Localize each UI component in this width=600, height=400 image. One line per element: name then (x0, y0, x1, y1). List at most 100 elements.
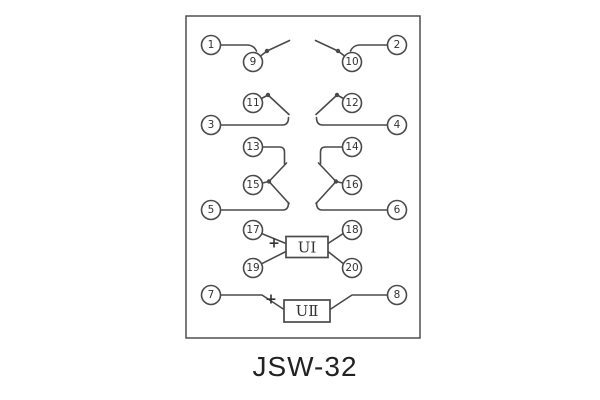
terminal-2-label: 2 (394, 39, 401, 51)
terminal-8-label: 8 (394, 289, 401, 301)
terminal-16-circle (341, 174, 363, 196)
terminal-11-circle (242, 92, 264, 114)
terminal-7: 7 (200, 284, 222, 306)
terminal-19: 19 (242, 257, 264, 279)
terminal-12: 12 (341, 92, 363, 114)
terminal-14: 14 (341, 136, 363, 158)
terminal-13: 13 (242, 136, 264, 158)
diagram-border (185, 15, 421, 339)
wire-terminal-5 (219, 201, 290, 211)
terminal-20-circle (341, 257, 363, 279)
terminal-16-label: 16 (345, 179, 359, 191)
terminal-17-label: 17 (246, 224, 259, 236)
wiring-lines (219, 39, 389, 311)
terminal-18-circle (341, 219, 363, 241)
terminal-4-circle (386, 114, 408, 136)
terminal-3-label: 3 (208, 119, 215, 131)
terminal-20-label: 20 (345, 262, 358, 274)
wire-terminal-4 (315, 116, 389, 126)
terminal-14-label: 14 (345, 141, 359, 153)
terminal-11: 11 (242, 92, 264, 114)
wire-terminal-17 (261, 232, 287, 245)
terminal-2: 2 (386, 34, 408, 56)
terminal-14-circle (341, 136, 363, 158)
contact-pivot-dot-16 (333, 179, 339, 184)
terminal-11-label: 11 (246, 97, 259, 109)
terminal-15-circle (242, 174, 264, 196)
terminal-9-label: 9 (250, 56, 257, 68)
contact-blade-16-14 (317, 162, 337, 183)
terminal-1: 1 (200, 34, 222, 56)
u2-polarity-sign: + (265, 292, 277, 308)
contact-blade-15-13 (268, 162, 288, 183)
wire-terminal-6 (315, 201, 389, 211)
terminal-17-circle (242, 219, 264, 241)
u1-polarity-sign: + (268, 236, 280, 252)
terminal-19-circle (242, 257, 264, 279)
wire-terminal-14 (319, 146, 344, 165)
terminal-5-label: 5 (208, 204, 215, 216)
terminal-5: 5 (200, 199, 222, 221)
terminal-9: 9 (242, 51, 264, 73)
wire-terminal-20 (327, 250, 345, 265)
terminal-7-label: 7 (208, 289, 215, 301)
terminal-15: 15 (242, 174, 264, 196)
terminal-3: 3 (200, 114, 222, 136)
terminal-4: 4 (386, 114, 408, 136)
terminal-2-circle (386, 34, 408, 56)
terminal-9-circle (242, 51, 264, 73)
terminal-16: 16 (341, 174, 363, 196)
terminal-5-circle (200, 199, 222, 221)
contact-blade-1-9 (266, 39, 291, 52)
u2-box (283, 299, 331, 323)
contact-blade-15-5 (268, 180, 290, 205)
contact-pivot-dot-12 (334, 92, 340, 98)
terminal-18-label: 18 (345, 224, 358, 236)
wire-terminal-8 (329, 294, 389, 311)
terminal-18: 18 (341, 219, 363, 241)
wire-terminal-13 (261, 146, 286, 165)
contact-pivot-dot-10 (335, 48, 341, 54)
contact-blade-16-6 (315, 180, 337, 205)
wire-terminal-19 (260, 250, 287, 265)
terminal-12-label: 12 (345, 97, 358, 109)
wire-terminal-3 (219, 116, 290, 126)
terminal-15-label: 15 (246, 179, 259, 191)
terminal-13-circle (242, 136, 264, 158)
terminal-8: 8 (386, 284, 408, 306)
contact-pivot-dot-9 (264, 48, 270, 54)
terminal-8-circle (386, 284, 408, 306)
terminal-12-circle (341, 92, 363, 114)
terminal-7-circle (200, 284, 222, 306)
terminal-10-circle (341, 51, 363, 73)
contact-blade-11-3 (267, 94, 290, 116)
terminal-17: 17 (242, 219, 264, 241)
contact-blade-2-10 (314, 39, 339, 52)
diagram-title: JSW-32 (252, 351, 357, 382)
u1-label: UⅠ (298, 239, 317, 257)
terminal-20: 20 (341, 257, 363, 279)
terminal-10-label: 10 (345, 56, 358, 68)
terminal-19-label: 19 (246, 262, 259, 274)
wire-terminal-1 (219, 44, 258, 52)
u1-box (285, 235, 329, 259)
terminal-6-circle (386, 199, 408, 221)
wire-terminal-18 (327, 232, 344, 245)
terminal-13-label: 13 (246, 141, 259, 153)
terminal-1-circle (200, 34, 222, 56)
terminal-1-label: 1 (208, 39, 215, 51)
terminal-6-label: 6 (394, 204, 401, 216)
u2-unit: + UⅡ (265, 292, 331, 323)
terminal-3-circle (200, 114, 222, 136)
wire-terminal-2 (349, 44, 389, 52)
terminal-6: 6 (386, 199, 408, 221)
contact-pivot-dot-15 (266, 179, 272, 184)
u2-label: UⅡ (296, 302, 319, 320)
contact-blade-12-4 (315, 94, 338, 116)
u1-unit: + UⅠ (268, 235, 329, 259)
terminal-10: 10 (341, 51, 363, 73)
contact-pivot-dot-11 (265, 92, 271, 98)
terminal-4-label: 4 (394, 119, 401, 131)
